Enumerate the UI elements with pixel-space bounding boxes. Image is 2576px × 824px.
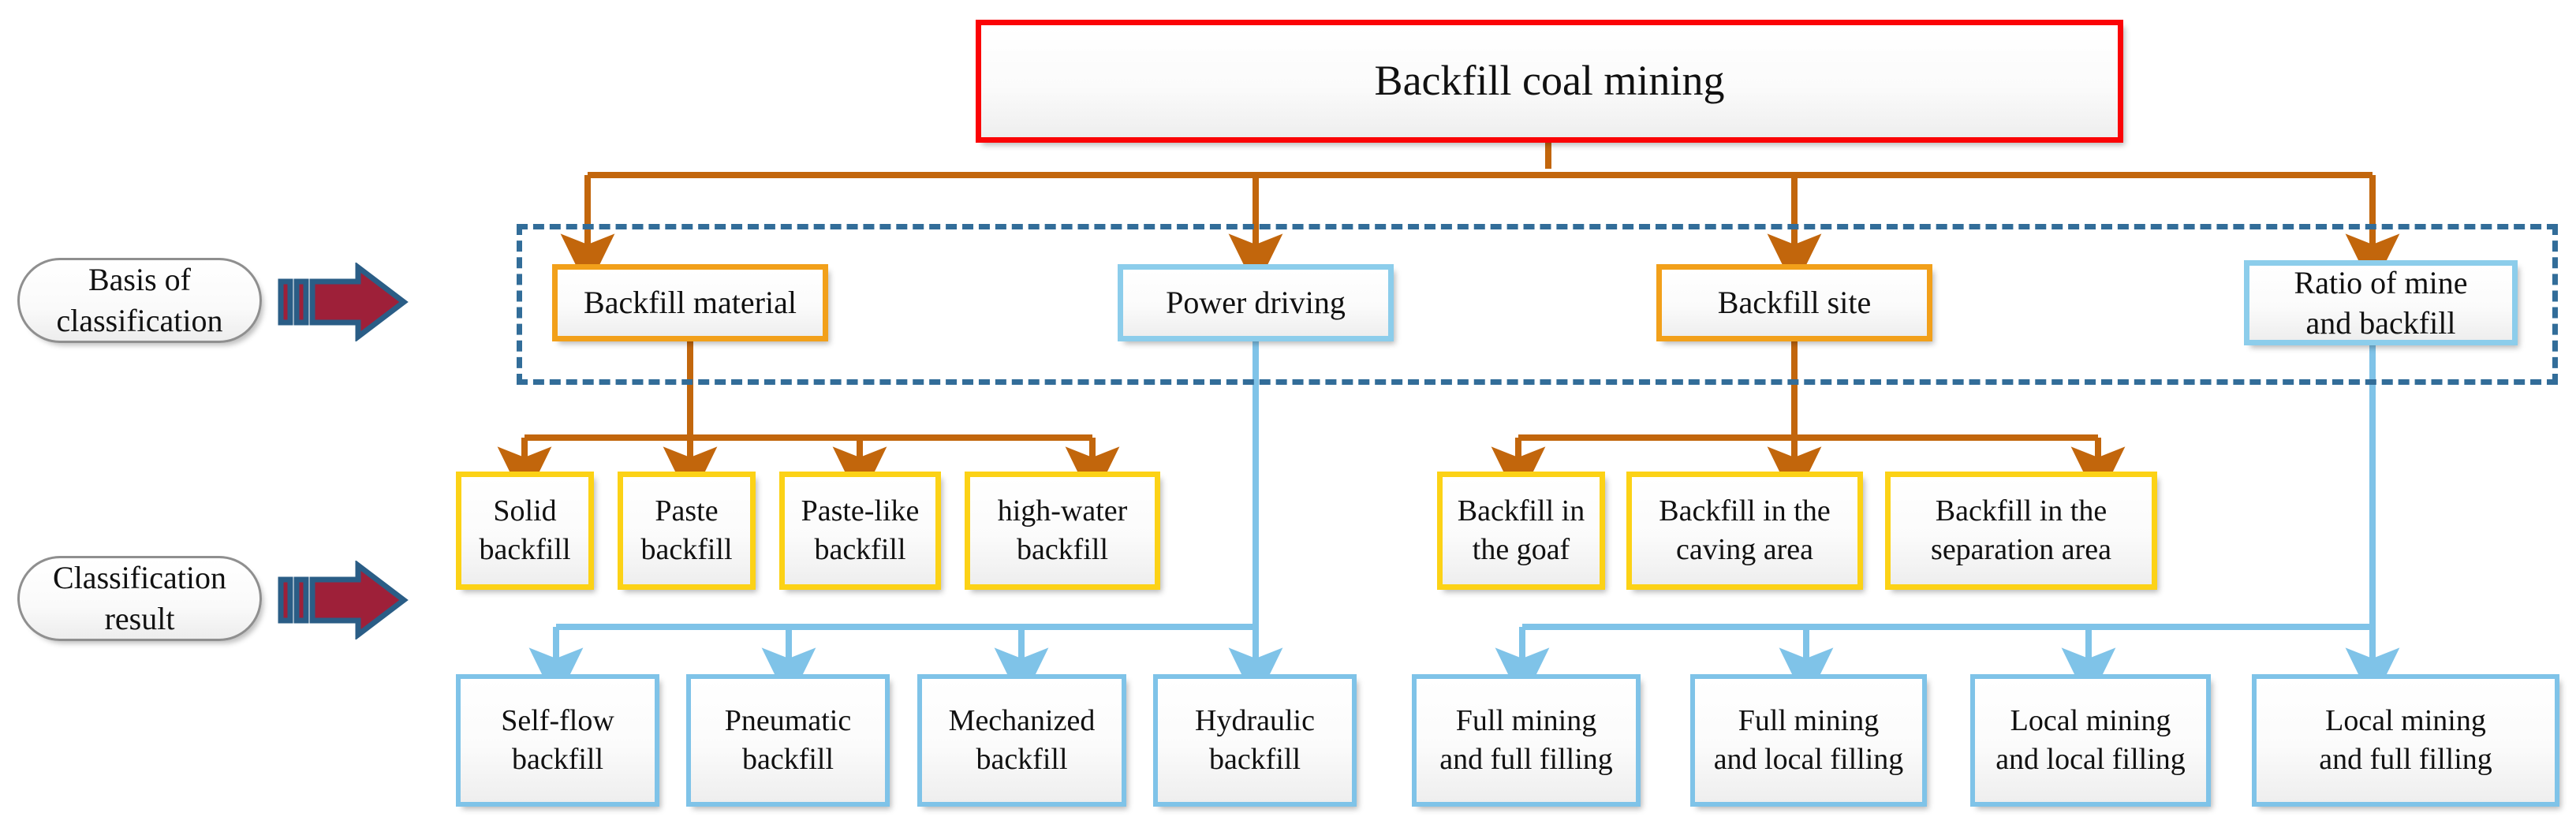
stage-label-basis-text: Basis of classification — [56, 262, 223, 338]
node-backfill-site[interactable]: Backfill site — [1656, 264, 1932, 341]
node-pneumatic-backfill-label: Pneumatic backfill — [724, 704, 852, 776]
node-local-mining-and-full-filling-label: Local mining and full filling — [2319, 704, 2492, 776]
node-backfill-material-label: Backfill material — [584, 285, 797, 321]
node-hydraulic-backfill[interactable]: Hydraulic backfill — [1153, 674, 1357, 807]
node-ratio-of-mine-and-backfill[interactable]: Ratio of mine and backfill — [2244, 260, 2518, 345]
root-node-backfill-coal-mining[interactable]: Backfill coal mining — [976, 20, 2123, 143]
node-local-mining-and-local-filling[interactable]: Local mining and local filling — [1970, 674, 2211, 807]
node-backfill-in-the-separation-area[interactable]: Backfill in the separation area — [1885, 472, 2157, 590]
right-arrow-icon — [278, 263, 409, 341]
node-full-mining-and-local-filling-label: Full mining and local filling — [1713, 704, 1904, 776]
node-paste-like-backfill-label: Paste-like backfill — [801, 494, 920, 566]
node-backfill-in-the-goaf-label: Backfill in the goaf — [1457, 494, 1585, 566]
node-full-mining-and-local-filling[interactable]: Full mining and local filling — [1690, 674, 1927, 807]
node-local-mining-and-local-filling-label: Local mining and local filling — [1995, 704, 2186, 776]
node-power-driving[interactable]: Power driving — [1118, 264, 1394, 341]
node-solid-backfill[interactable]: Solid backfill — [456, 472, 594, 590]
node-solid-backfill-label: Solid backfill — [479, 494, 571, 566]
right-arrow-icon — [278, 561, 409, 639]
node-hydraulic-backfill-label: Hydraulic backfill — [1195, 704, 1315, 776]
node-self-flow-backfill[interactable]: Self-flow backfill — [456, 674, 659, 807]
node-full-mining-and-full-filling[interactable]: Full mining and full filling — [1412, 674, 1641, 807]
node-mechanized-backfill-label: Mechanized backfill — [948, 704, 1096, 776]
node-high-water-backfill-label: high-water backfill — [997, 494, 1128, 566]
node-self-flow-backfill-label: Self-flow backfill — [501, 704, 614, 776]
node-full-mining-and-full-filling-label: Full mining and full filling — [1439, 704, 1613, 776]
node-paste-backfill-label: Paste backfill — [640, 494, 733, 566]
root-node-label: Backfill coal mining — [1374, 57, 1725, 105]
node-paste-like-backfill[interactable]: Paste-like backfill — [779, 472, 941, 590]
stage-label-classification-result: Classification result — [17, 556, 262, 641]
node-paste-backfill[interactable]: Paste backfill — [618, 472, 756, 590]
node-backfill-in-the-separation-area-label: Backfill in the separation area — [1931, 494, 2111, 566]
stage-label-result-text: Classification result — [53, 560, 226, 636]
node-pneumatic-backfill[interactable]: Pneumatic backfill — [686, 674, 890, 807]
node-backfill-material[interactable]: Backfill material — [552, 264, 828, 341]
node-backfill-in-the-caving-area[interactable]: Backfill in the caving area — [1626, 472, 1863, 590]
node-ratio-of-mine-and-backfill-label: Ratio of mine and backfill — [2294, 264, 2468, 341]
basis-of-classification-group — [517, 224, 2558, 385]
node-mechanized-backfill[interactable]: Mechanized backfill — [917, 674, 1126, 807]
node-backfill-in-the-caving-area-label: Backfill in the caving area — [1659, 494, 1831, 566]
stage-label-basis-of-classification: Basis of classification — [17, 258, 262, 343]
node-backfill-in-the-goaf[interactable]: Backfill in the goaf — [1437, 472, 1605, 590]
node-high-water-backfill[interactable]: high-water backfill — [965, 472, 1160, 590]
node-power-driving-label: Power driving — [1166, 285, 1346, 321]
node-backfill-site-label: Backfill site — [1717, 285, 1872, 321]
node-local-mining-and-full-filling[interactable]: Local mining and full filling — [2252, 674, 2559, 807]
